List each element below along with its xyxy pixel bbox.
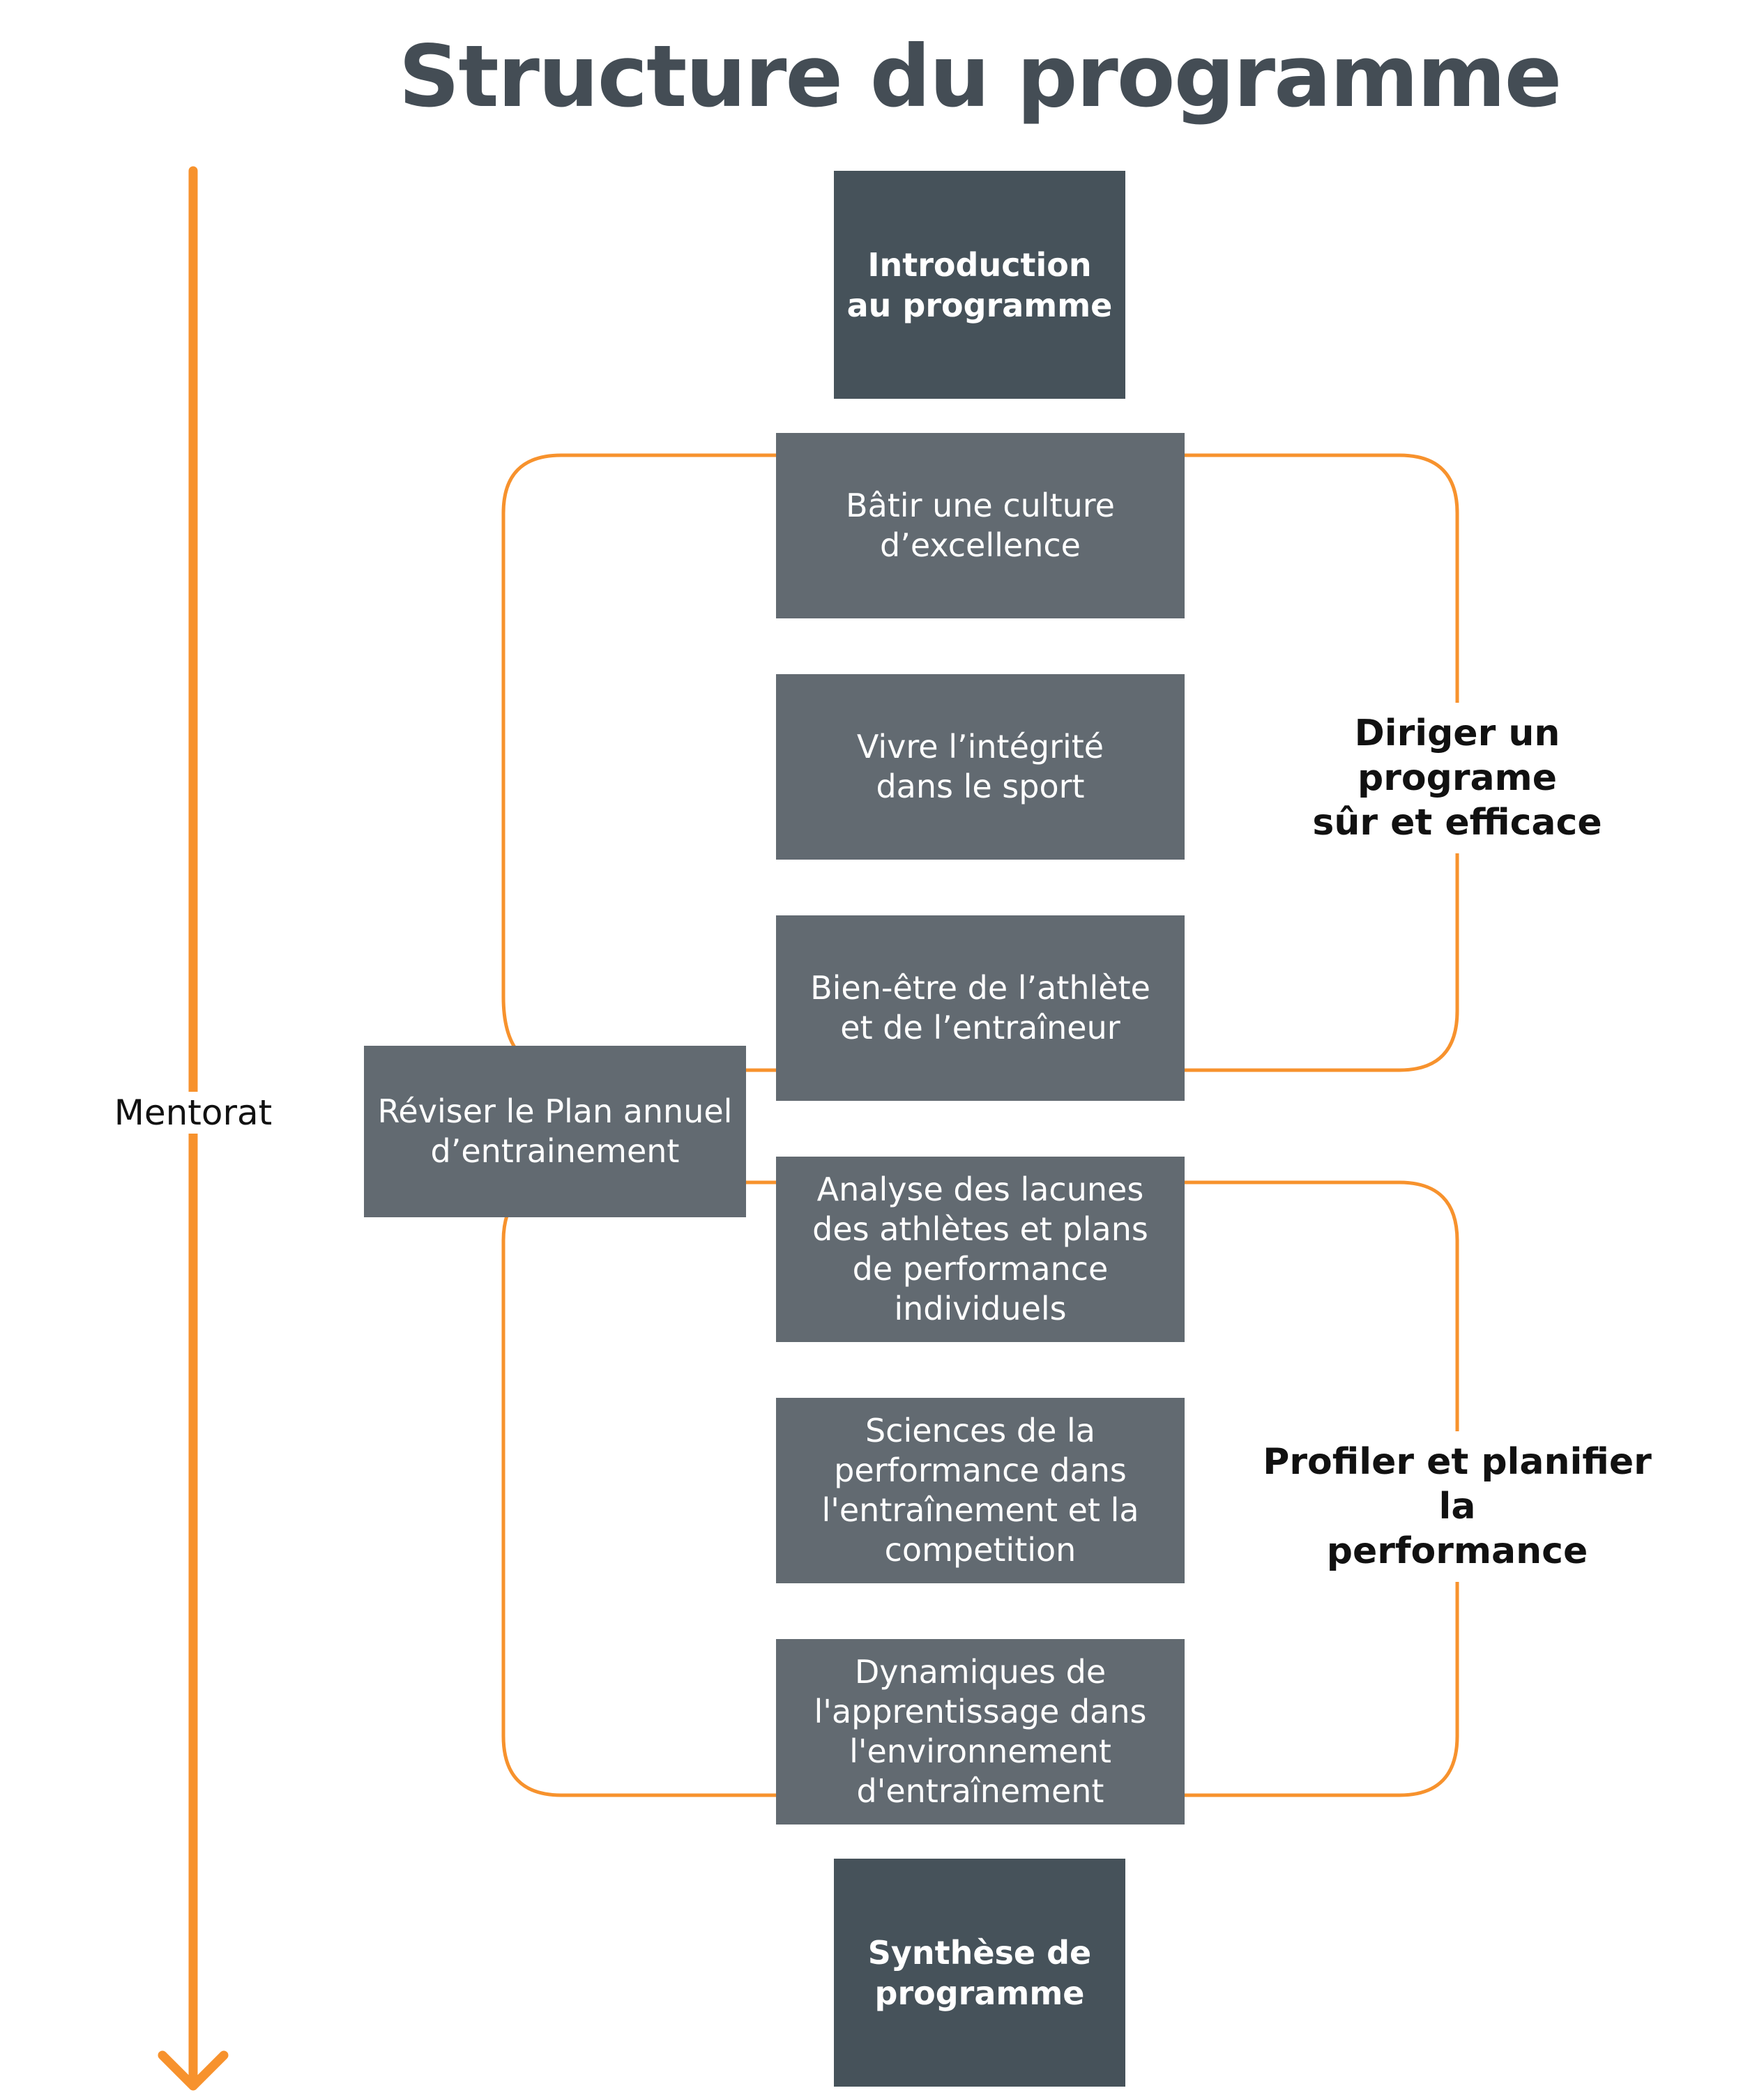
group-1-label: Diriger un programe sûr et efficace <box>1255 703 1659 853</box>
module-box-wellbeing: Bien-être de l’athlète et de l’entraîneu… <box>776 915 1185 1101</box>
module-box-performance-sciences: Sciences de la performance dans l'entraî… <box>776 1398 1185 1583</box>
module-box-gap-analysis: Analyse des lacunes des athlètes et plan… <box>776 1157 1185 1342</box>
module-label: Sciences de la performance dans l'entraî… <box>821 1412 1139 1569</box>
module-box-integrity: Vivre l’intégrité dans le sport <box>776 674 1185 860</box>
module-label: Bâtir une culture d’excellence <box>846 487 1115 564</box>
module-box-excellence: Bâtir une culture d’excellence <box>776 433 1185 618</box>
module-label: Bien-être de l’athlète et de l’entraîneu… <box>810 969 1150 1046</box>
review-plan-label: Réviser le Plan annuel d’entrainement <box>377 1092 733 1170</box>
module-label: Vivre l’intégrité dans le sport <box>856 728 1104 805</box>
intro-label: Introduction au programme <box>846 245 1113 324</box>
review-plan-box: Réviser le Plan annuel d’entrainement <box>364 1046 746 1217</box>
module-label: Analyse des lacunes des athlètes et plan… <box>812 1171 1148 1327</box>
page-title: Structure du programme <box>398 27 1562 126</box>
module-label: Dynamiques de l'apprentissage dans l'env… <box>814 1653 1147 1810</box>
mentorat-label: Mentorat <box>99 1092 287 1134</box>
group-2-label: Profiler et planifier la performance <box>1248 1431 1666 1582</box>
module-box-learning-dynamics: Dynamiques de l'apprentissage dans l'env… <box>776 1639 1185 1824</box>
intro-box: Introduction au programme <box>834 171 1125 399</box>
synthesis-box: Synthèse de programme <box>834 1859 1125 2087</box>
synthesis-label: Synthèse de programme <box>867 1933 1092 2012</box>
